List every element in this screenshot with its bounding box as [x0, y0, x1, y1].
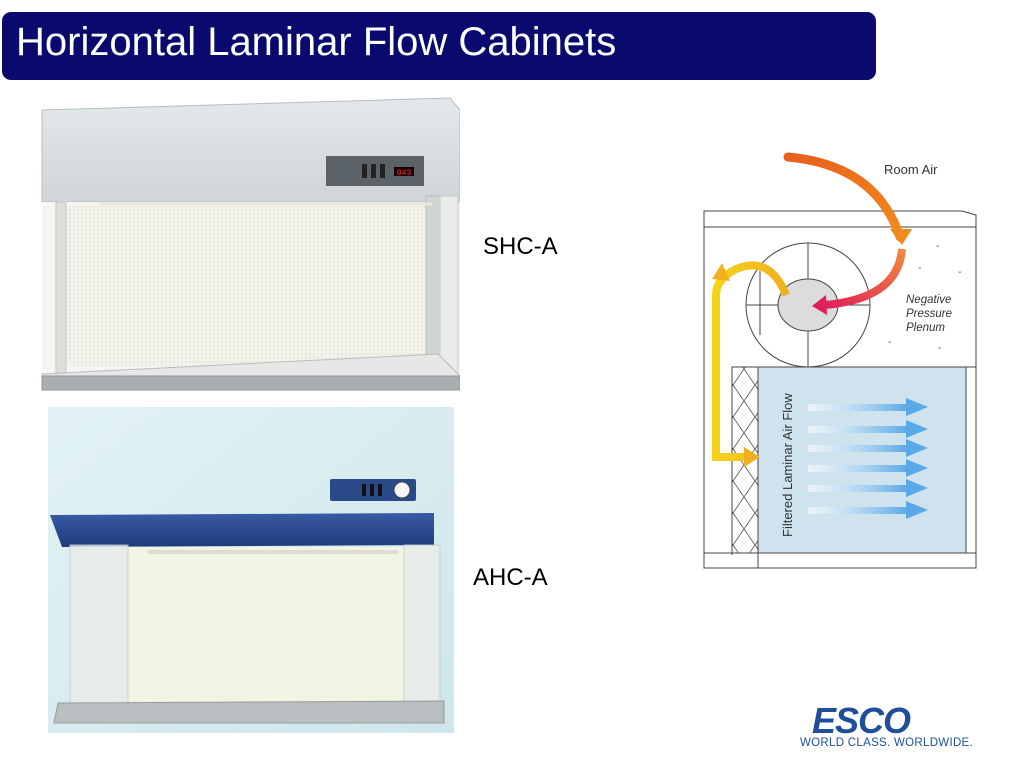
- svg-text:-: -: [958, 267, 961, 278]
- laminar-flow-arrows: [808, 398, 928, 519]
- plenum-label-line-1: Negative: [906, 294, 951, 306]
- svg-text:-: -: [936, 241, 939, 252]
- svg-text:-: -: [918, 263, 921, 274]
- room-air-label: Room Air: [884, 162, 938, 177]
- plenum-label-line-3: Plenum: [906, 322, 945, 334]
- airflow-diagram: - - - - - Room Air Negative Pressure Ple…: [700, 145, 984, 578]
- shc-a-display-readout: 043: [397, 169, 412, 178]
- esco-logo: ESCO WORLD CLASS. WORLDWIDE.: [800, 700, 1004, 752]
- svg-text:-: -: [888, 337, 891, 348]
- shc-a-model-label: SHC-A: [483, 233, 558, 260]
- logo-wordmark: ESCO: [812, 700, 911, 741]
- plenum-label-line-2: Pressure: [906, 308, 952, 320]
- ahc-a-cabinet-photo: [48, 407, 454, 733]
- flow-label: Filtered Laminar Air Flow: [780, 393, 795, 537]
- shc-a-cabinet-photo: 043: [40, 96, 460, 402]
- svg-text:-: -: [938, 343, 941, 354]
- ahc-a-model-label: AHC-A: [473, 564, 548, 591]
- slide-title: Horizontal Laminar Flow Cabinets: [2, 12, 876, 80]
- logo-tagline: WORLD CLASS. WORLDWIDE.: [800, 737, 974, 749]
